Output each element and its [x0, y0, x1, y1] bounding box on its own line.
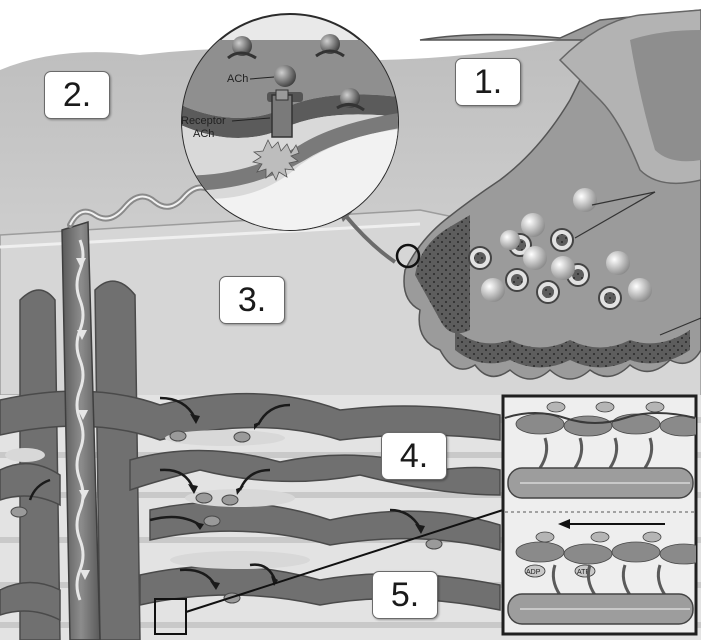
receptor-label-line1: Receptor: [181, 115, 226, 127]
ach-label: ACh: [227, 73, 248, 85]
step-label-5: 5.: [372, 571, 438, 619]
adp-label: ADP: [526, 569, 541, 576]
step-label-3: 3.: [219, 276, 285, 324]
step-label-1: 1.: [455, 58, 521, 106]
step-label-2: 2.: [44, 71, 110, 119]
step-label-4: 4.: [381, 432, 447, 480]
actin-myosin-inset: ADP ATP: [503, 396, 701, 634]
receptor-label-line2: ACh: [193, 128, 214, 140]
